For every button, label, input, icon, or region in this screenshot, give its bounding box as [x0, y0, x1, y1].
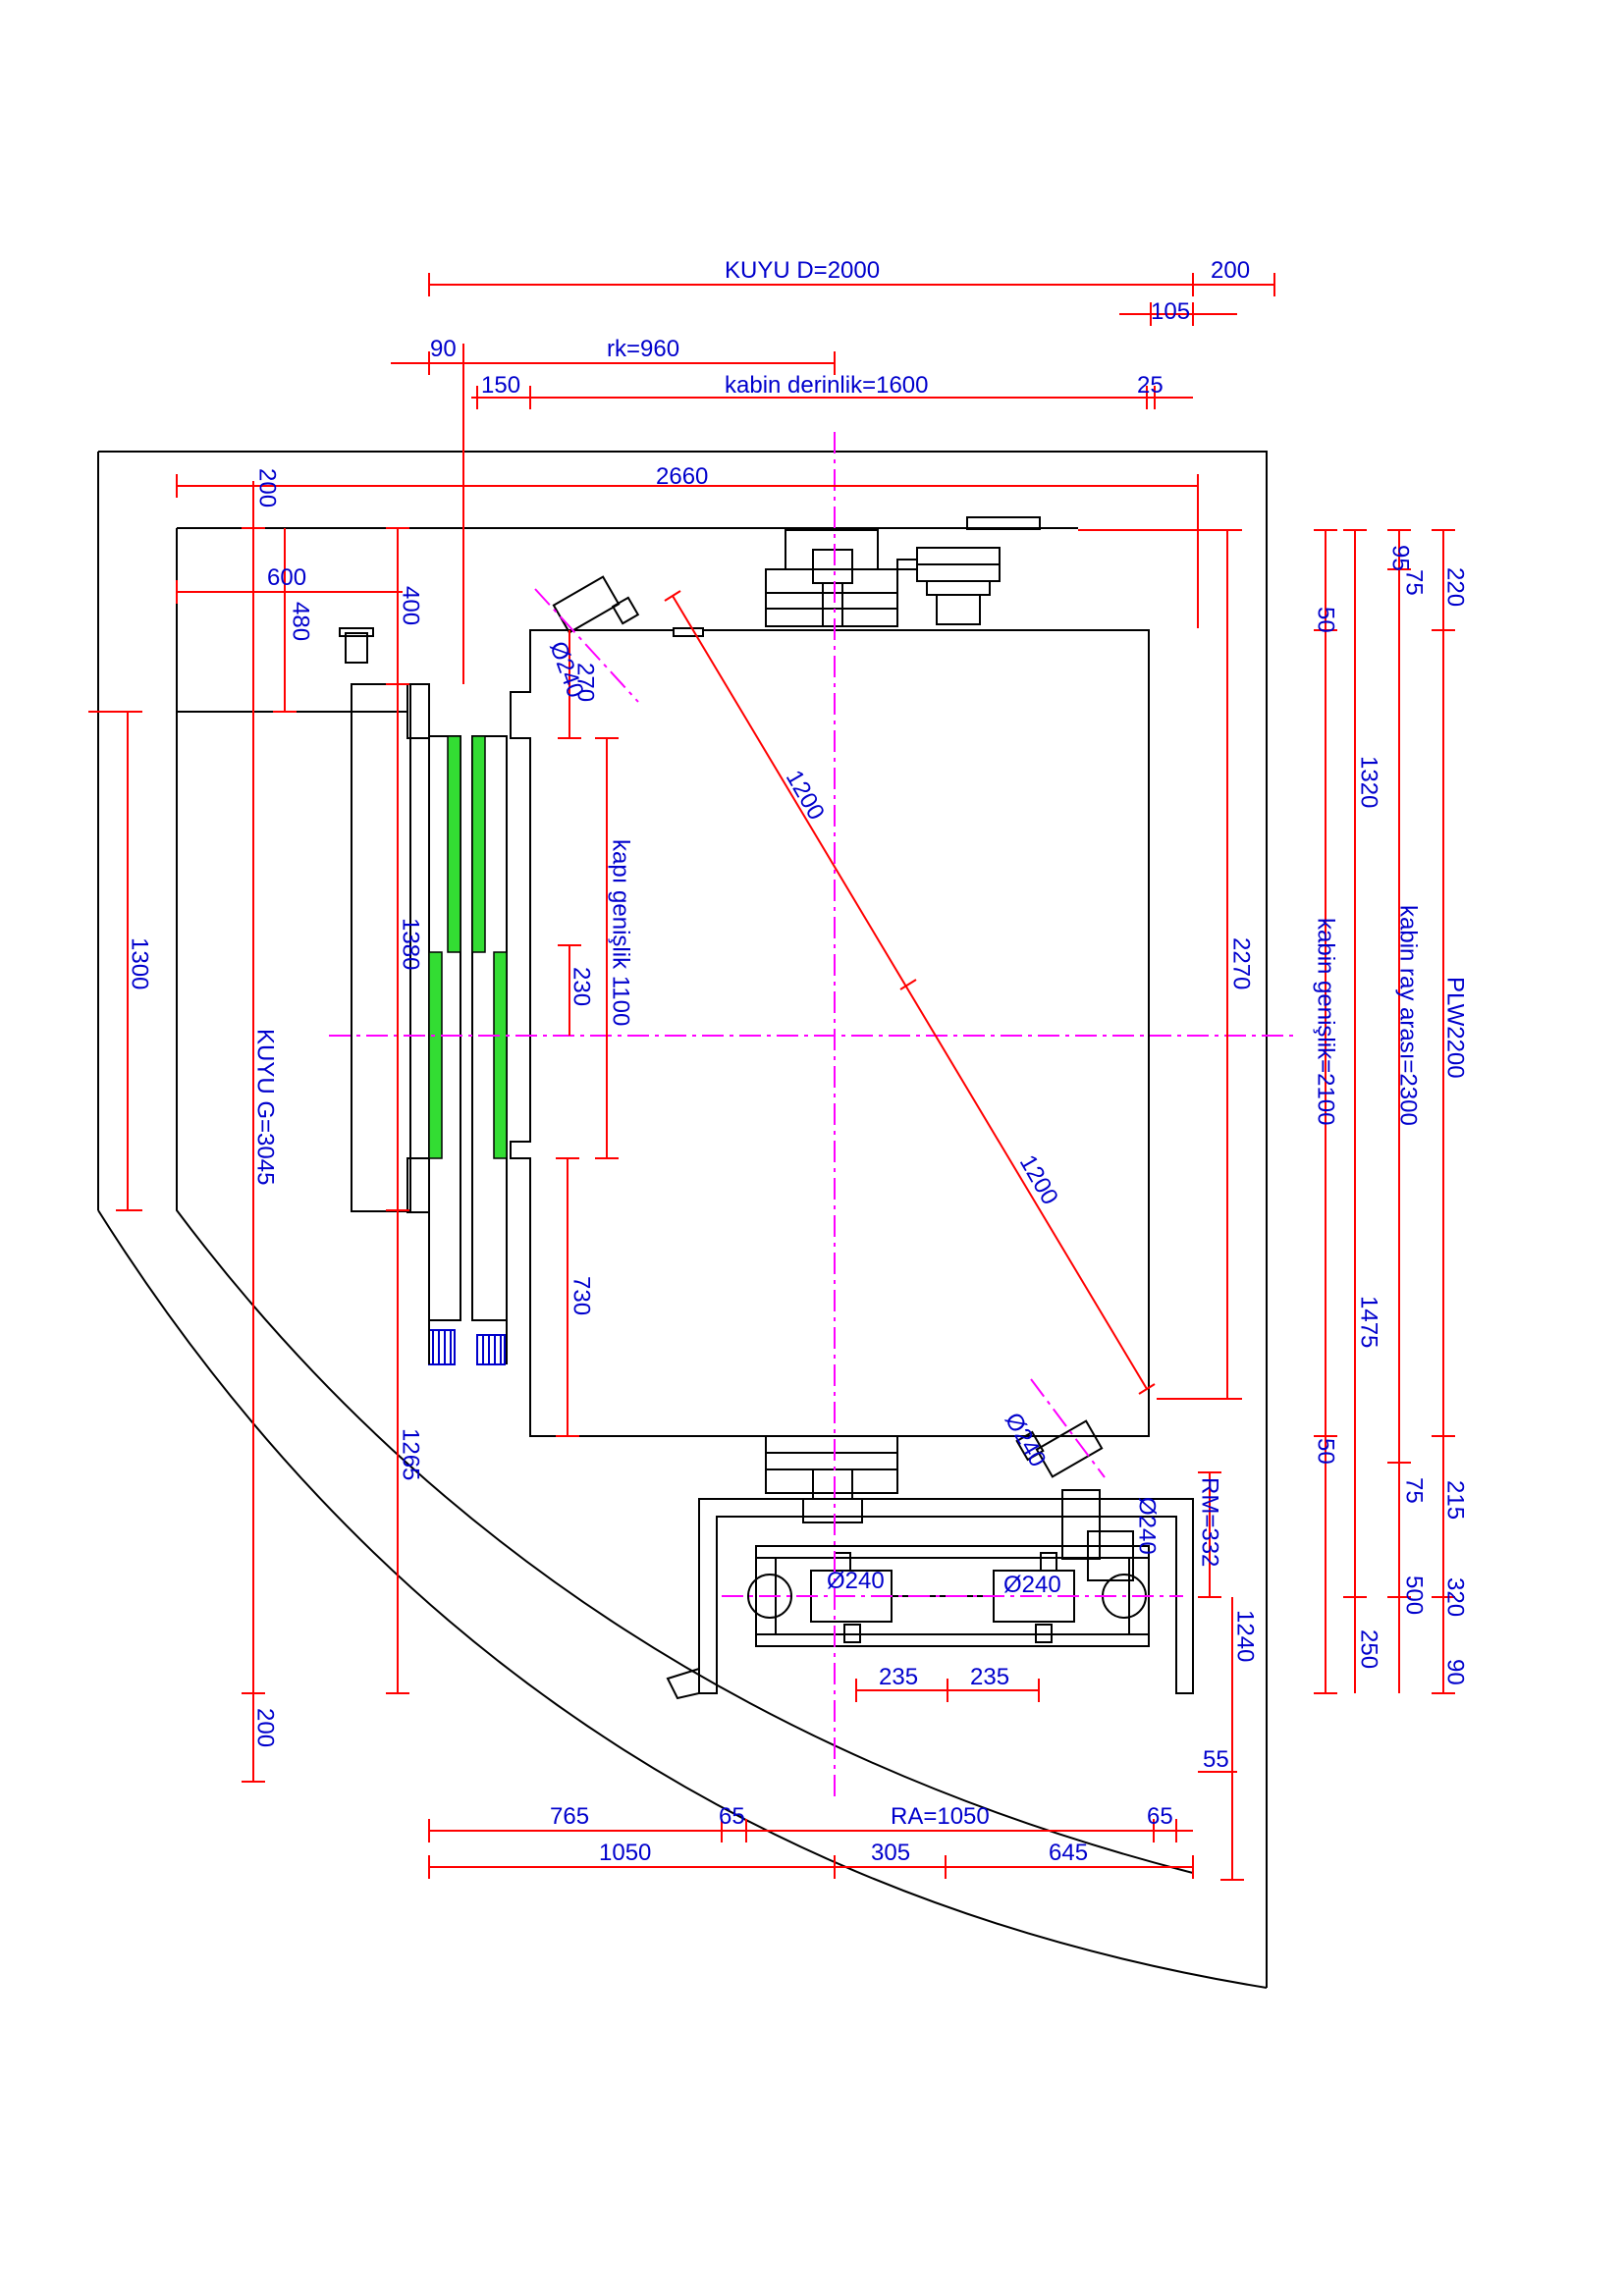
label-235-b: 235 — [970, 1664, 1009, 1690]
label-rm: RM=332 — [1197, 1477, 1223, 1567]
label-2660: 2660 — [656, 463, 708, 490]
label-d240-e: Ø240 — [1003, 1572, 1061, 1598]
label-2270: 2270 — [1228, 937, 1255, 989]
label-765: 765 — [550, 1803, 589, 1830]
door-panel — [471, 735, 486, 953]
label-1320: 1320 — [1356, 756, 1382, 808]
door-panel — [493, 951, 508, 1159]
landing-door — [351, 683, 508, 1365]
cabin-pulley-bottom — [1015, 1378, 1106, 1478]
label-1265: 1265 — [398, 1428, 424, 1480]
cabin — [510, 627, 1150, 1437]
label-150: 150 — [481, 372, 520, 399]
label-500: 500 — [1401, 1575, 1428, 1615]
label-600: 600 — [267, 564, 306, 591]
label-90: 90 — [430, 336, 457, 362]
label-320: 320 — [1442, 1577, 1469, 1617]
label-ra: RA=1050 — [891, 1803, 990, 1830]
top-right-device — [896, 516, 1041, 625]
door-panel — [447, 735, 461, 953]
label-d240-d: Ø240 — [827, 1568, 885, 1594]
center-axes — [329, 432, 1296, 1796]
label-270: 270 — [572, 663, 599, 702]
label-kabin-ray: kabin ray arası=2300 — [1395, 905, 1422, 1126]
dimension-labels: KUYU D=2000 200 105 90 rk=960 150 kabin … — [127, 257, 1469, 1866]
small-device — [339, 627, 374, 664]
door-panel — [428, 951, 443, 1159]
label-200-left: 200 — [254, 468, 281, 507]
label-400: 400 — [398, 586, 424, 625]
label-50-b: 50 — [1313, 1438, 1339, 1465]
label-1475: 1475 — [1356, 1296, 1382, 1348]
top-rail-bracket — [765, 529, 898, 627]
label-215: 215 — [1442, 1480, 1469, 1520]
label-480: 480 — [288, 602, 314, 641]
bottom-rail-bracket — [765, 1435, 898, 1523]
label-kabin-derinlik: kabin derinlik=1600 — [725, 372, 928, 399]
label-25: 25 — [1137, 372, 1164, 399]
label-50-a: 50 — [1313, 607, 1339, 633]
label-75-a: 75 — [1401, 569, 1428, 596]
label-250: 250 — [1356, 1629, 1382, 1669]
label-730: 730 — [568, 1276, 595, 1315]
label-90-right: 90 — [1442, 1659, 1469, 1685]
label-75-b: 75 — [1401, 1477, 1428, 1504]
label-kapi-genislik: kapı genişlik 1100 — [608, 839, 634, 1026]
cabin-pulley-top — [534, 575, 640, 703]
label-65-a: 65 — [719, 1803, 745, 1830]
machine-frame — [666, 1489, 1194, 1700]
label-105: 105 — [1151, 298, 1190, 325]
label-kuyu-d: KUYU D=2000 — [725, 257, 880, 284]
label-1380: 1380 — [398, 918, 424, 970]
label-95: 95 — [1387, 545, 1414, 571]
dimension-lines — [88, 273, 1455, 1881]
label-d240-c: Ø240 — [1134, 1497, 1161, 1555]
label-200-bottom: 200 — [252, 1708, 279, 1747]
label-1300: 1300 — [127, 937, 153, 989]
label-1050: 1050 — [599, 1840, 651, 1866]
label-diag-1200-a: 1200 — [781, 766, 830, 825]
label-kabin-genislik: kabin genişlik=2100 — [1313, 918, 1339, 1126]
label-kuyu-g: KUYU G=3045 — [252, 1029, 279, 1185]
label-645: 645 — [1049, 1840, 1088, 1866]
label-d240-b: Ø240 — [1000, 1409, 1052, 1471]
shaft-outline — [97, 451, 1268, 1989]
label-235-a: 235 — [879, 1664, 918, 1690]
label-305: 305 — [871, 1840, 910, 1866]
label-220: 220 — [1442, 567, 1469, 607]
label-230: 230 — [568, 967, 595, 1006]
label-rk: rk=960 — [607, 336, 679, 362]
label-1240: 1240 — [1232, 1610, 1259, 1662]
label-55: 55 — [1203, 1746, 1229, 1773]
label-plw: PLW2200 — [1442, 977, 1469, 1079]
label-65-b: 65 — [1147, 1803, 1173, 1830]
label-200-top: 200 — [1211, 257, 1250, 284]
